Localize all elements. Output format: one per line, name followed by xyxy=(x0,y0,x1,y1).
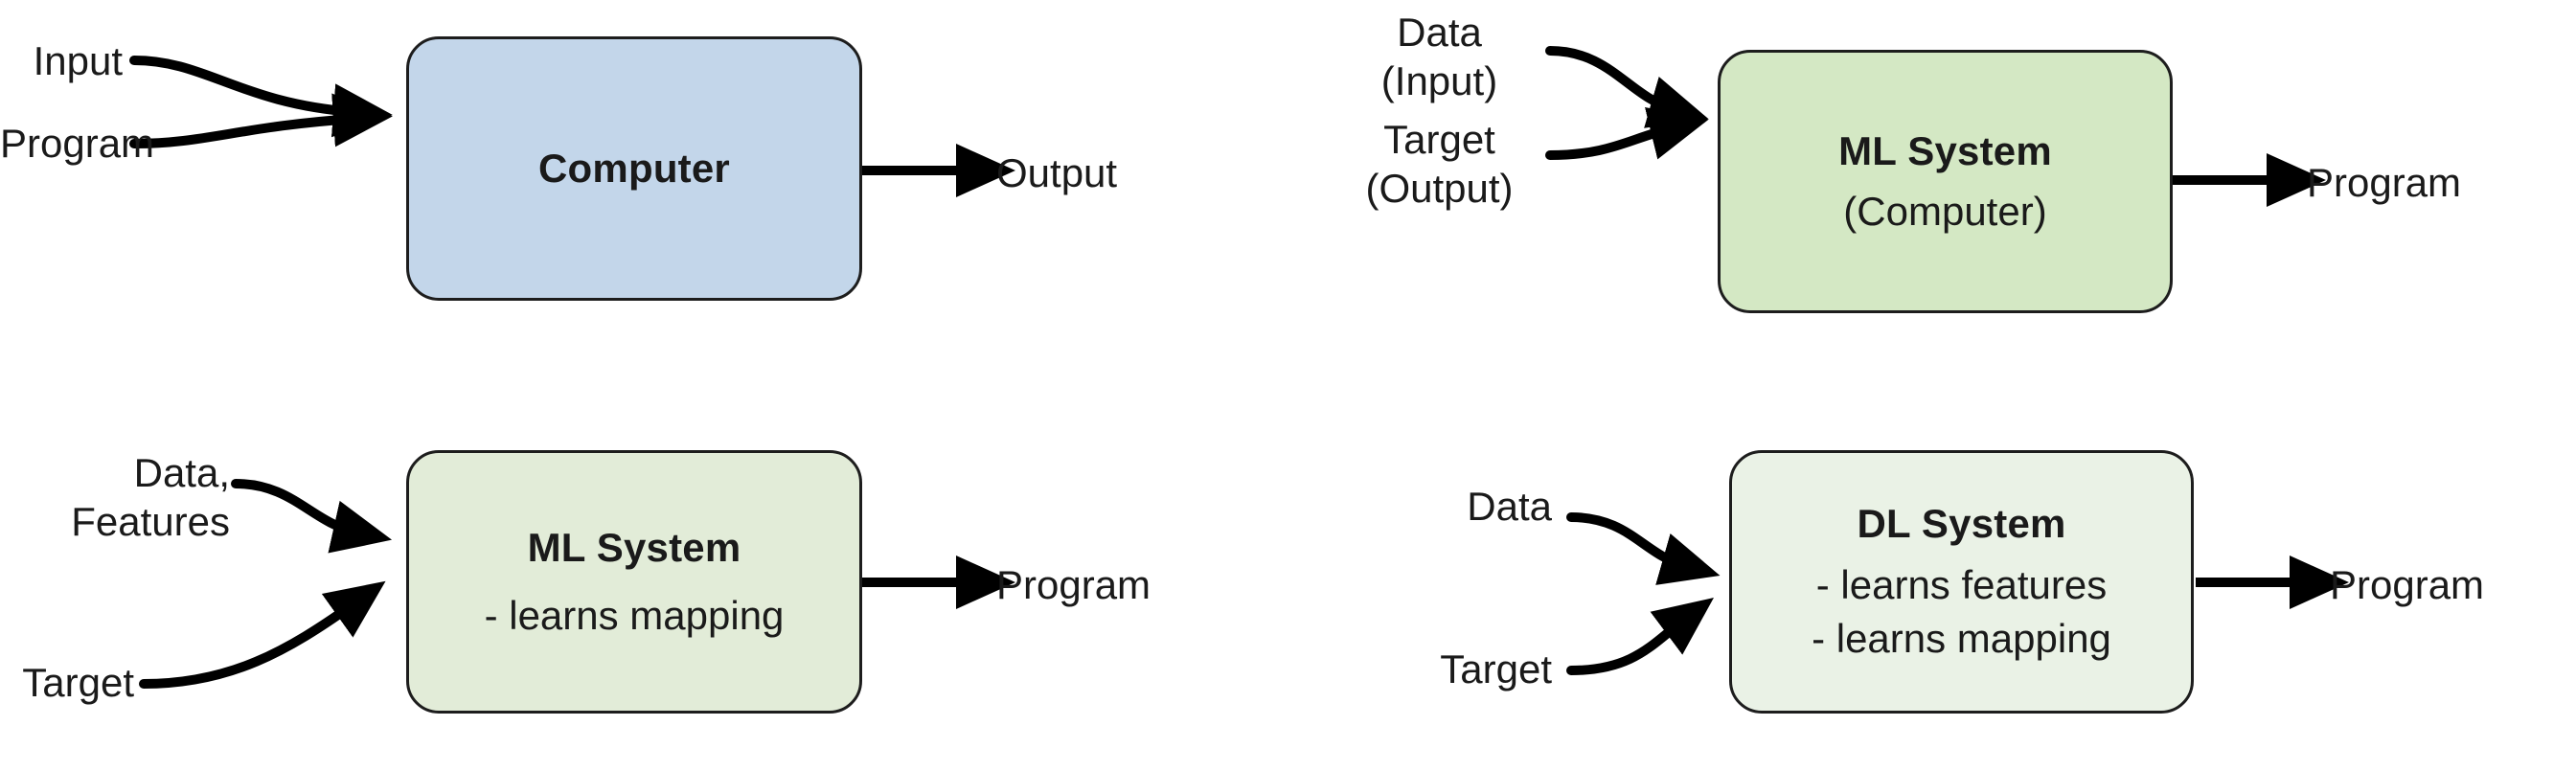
output-label-output: Output xyxy=(996,150,1118,195)
input-label-data-features: Data, Features xyxy=(0,448,230,546)
input-label-data-dl: Data xyxy=(1467,484,1552,529)
input-label-target-dl: Target xyxy=(1440,646,1552,692)
output-label-program-dl: Program xyxy=(2330,562,2485,607)
input-label-data-input: Data (Input) xyxy=(1341,8,1538,105)
input-label-data-features-line2: Features xyxy=(71,499,230,545)
node-ml-system-mapping[interactable]: ML System - learns mapping xyxy=(406,450,862,714)
node-ml-system-computer-title: ML System xyxy=(1838,127,2052,173)
input-label-input: Input xyxy=(33,38,123,83)
arrow-target-output-to-ml xyxy=(1545,107,1709,160)
node-dl-system-subtitle-mapping: - learns mapping xyxy=(1812,616,2111,662)
arrow-input-to-computer xyxy=(129,56,393,138)
node-computer-title: Computer xyxy=(538,146,730,192)
output-label-program-ml2: Program xyxy=(996,562,1151,607)
input-label-target-output-line2: (Output) xyxy=(1365,166,1514,212)
input-label-data-features-line1: Data, xyxy=(133,450,230,495)
input-label-target-output: Target (Output) xyxy=(1341,115,1538,213)
node-ml-system-computer[interactable]: ML System (Computer) xyxy=(1718,50,2173,313)
input-label-program: Program xyxy=(0,121,155,166)
arrow-data-features-to-ml2 xyxy=(231,479,393,554)
arrow-target-to-dl xyxy=(1566,597,1714,675)
input-label-data-input-line1: Data xyxy=(1397,10,1482,55)
node-ml-system-computer-subtitle: (Computer) xyxy=(1843,189,2047,235)
node-ml-system-mapping-title: ML System xyxy=(527,524,741,570)
node-computer[interactable]: Computer xyxy=(406,36,862,301)
node-dl-system[interactable]: DL System - learns features - learns map… xyxy=(1729,450,2194,714)
node-dl-system-title: DL System xyxy=(1857,501,2066,547)
input-label-data-input-line2: (Input) xyxy=(1380,58,1498,104)
output-label-program-ml: Program xyxy=(2307,160,2462,205)
arrow-data-input-to-ml xyxy=(1545,46,1709,128)
arrow-data-to-dl xyxy=(1566,512,1721,585)
input-label-target-output-line1: Target xyxy=(1383,117,1495,162)
input-label-target-ml2: Target xyxy=(22,660,134,705)
arrow-program-to-computer xyxy=(129,93,393,148)
node-dl-system-subtitle-features: - learns features xyxy=(1815,561,2108,607)
arrow-target-to-ml2 xyxy=(139,580,386,689)
node-ml-system-mapping-subtitle: - learns mapping xyxy=(484,593,785,639)
